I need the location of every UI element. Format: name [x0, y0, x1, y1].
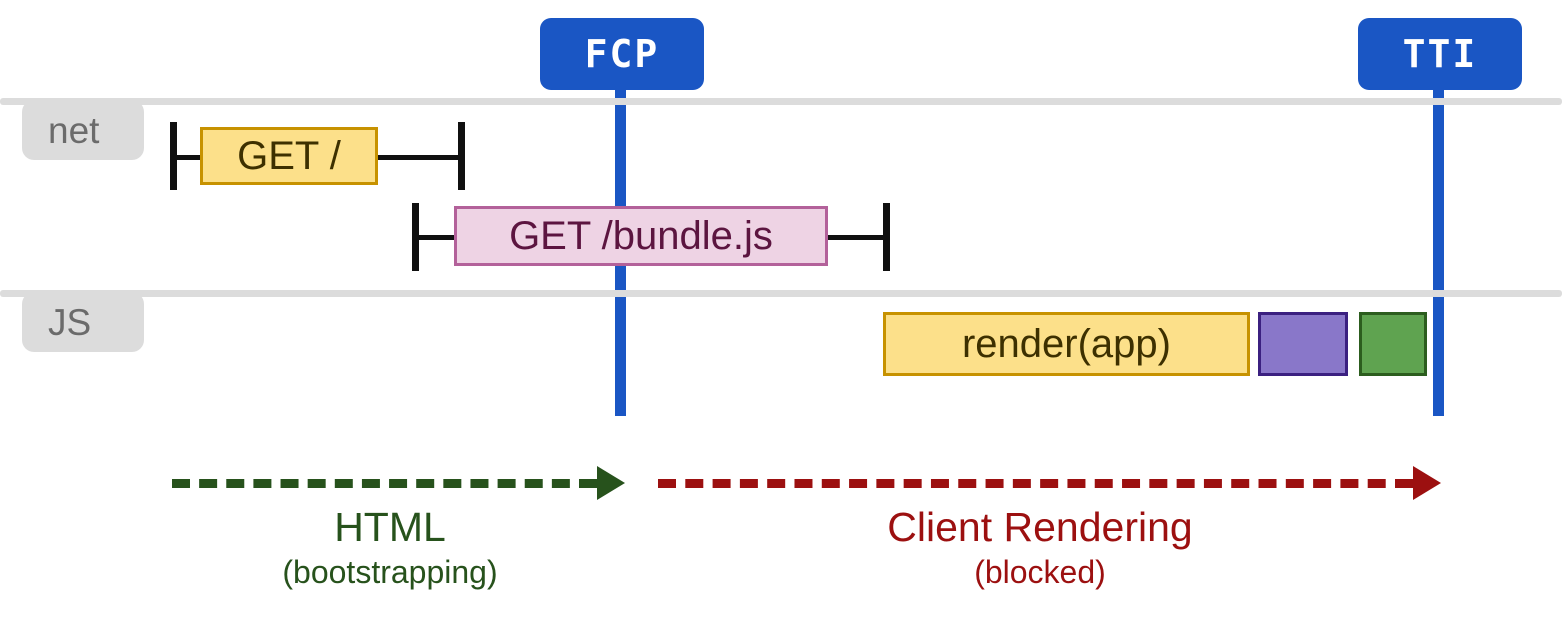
client-phase-main-text: Client Rendering — [887, 504, 1193, 550]
js-lane-rule — [0, 290, 1562, 297]
bar-render-app[interactable]: render(app) — [883, 312, 1250, 376]
html-phase-label: HTML (bootstrapping) — [240, 505, 540, 590]
html-phase-sub-text: (bootstrapping) — [282, 554, 498, 591]
bar-get-root-label: GET / — [237, 134, 341, 178]
lane-label-js: JS — [22, 292, 144, 352]
get-root-whisker-cap-start — [170, 122, 177, 190]
net-lane-rule — [0, 98, 1562, 105]
tti-marker-badge: TTI — [1358, 18, 1522, 90]
html-phase-main-text: HTML — [334, 504, 446, 550]
lane-label-net: net — [22, 100, 144, 160]
get-root-whisker-cap-end — [458, 122, 465, 190]
get-bundle-whisker-cap-start — [412, 203, 419, 271]
html-phase-arrow-head — [597, 466, 625, 500]
fcp-marker-badge: FCP — [540, 18, 704, 90]
client-phase-label: Client Rendering (blocked) — [840, 505, 1240, 590]
bar-render-app-label: render(app) — [961, 322, 1171, 366]
bar-task-green[interactable] — [1359, 312, 1427, 376]
client-phase-sub-text: (blocked) — [974, 554, 1106, 591]
lane-label-net-text: net — [48, 109, 100, 151]
bar-get-bundle[interactable]: GET /bundle.js — [454, 206, 828, 266]
client-phase-arrow-line — [658, 479, 1413, 488]
html-phase-arrow-line — [172, 479, 597, 488]
bar-get-root[interactable]: GET / — [200, 127, 378, 185]
fcp-marker-label: FCP — [584, 32, 660, 76]
client-phase-arrow-head — [1413, 466, 1441, 500]
tti-marker-label: TTI — [1402, 32, 1478, 76]
tti-marker-line — [1433, 80, 1444, 416]
bar-get-bundle-label: GET /bundle.js — [509, 214, 773, 258]
bar-task-purple[interactable] — [1258, 312, 1348, 376]
lane-label-js-text: JS — [48, 301, 92, 343]
get-bundle-whisker-cap-end — [883, 203, 890, 271]
